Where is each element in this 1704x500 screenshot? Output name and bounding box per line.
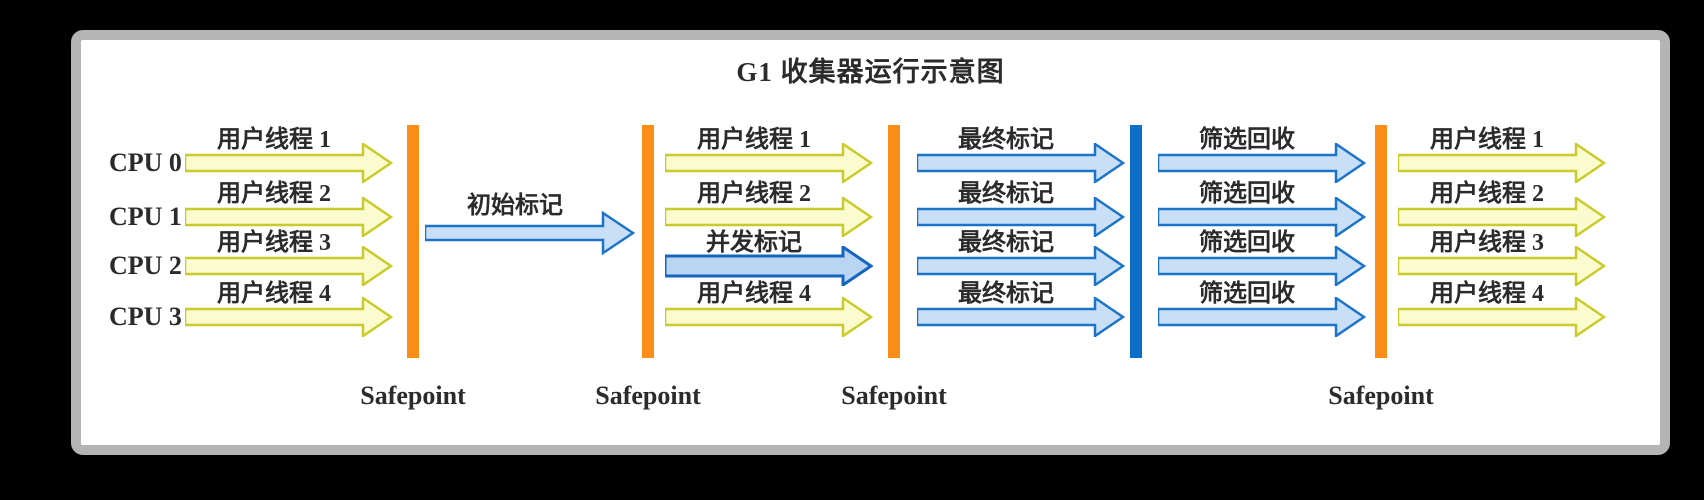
arrow-label: 用户线程 2: [1430, 181, 1544, 207]
arrow-label: 并发标记: [706, 230, 802, 256]
user-thread-arrow: [665, 143, 873, 183]
evacuation-arrow: [1158, 197, 1366, 237]
user-thread-arrow: [665, 297, 873, 337]
arrow-label: 用户线程 4: [697, 281, 811, 307]
safepoint-line-1: [407, 125, 419, 358]
user-thread-arrow: [185, 197, 393, 237]
final-mark-arrow: [917, 297, 1125, 337]
user-thread-arrow: [1398, 143, 1606, 183]
cpu-label-1: CPU 1: [109, 202, 182, 231]
arrow-label: 用户线程 1: [1430, 127, 1544, 153]
arrow-label: 最终标记: [958, 230, 1054, 256]
safepoint-caption-3: Safepoint: [841, 381, 947, 410]
arrow-label: 初始标记: [467, 193, 563, 219]
user-thread-arrow: [185, 143, 393, 183]
arrow-label: 筛选回收: [1199, 230, 1295, 256]
user-thread-arrow: [1398, 297, 1606, 337]
arrow-label: 用户线程 3: [217, 230, 331, 256]
cpu-label-2: CPU 2: [109, 251, 182, 280]
arrow-label: 筛选回收: [1199, 181, 1295, 207]
final-mark-arrow: [917, 143, 1125, 183]
initial-mark-arrow: [425, 211, 635, 255]
final-mark-arrow: [917, 246, 1125, 286]
arrow-label: 最终标记: [958, 181, 1054, 207]
cpu-label-3: CPU 3: [109, 302, 182, 331]
final-mark-arrow: [917, 197, 1125, 237]
evacuation-arrow: [1158, 297, 1366, 337]
arrow-label: 筛选回收: [1199, 127, 1295, 153]
arrow-label: 用户线程 3: [1430, 230, 1544, 256]
arrow-label: 最终标记: [958, 127, 1054, 153]
user-thread-arrow: [1398, 197, 1606, 237]
evacuation-arrow: [1158, 143, 1366, 183]
safepoint-line-3: [888, 125, 900, 358]
diagram-title: G1 收集器运行示意图: [736, 57, 1005, 87]
safepoint-line-2: [642, 125, 654, 358]
phase-divider-line: [1130, 125, 1142, 358]
concurrent-mark-arrow: [665, 246, 873, 286]
user-thread-arrow: [665, 197, 873, 237]
safepoint-caption-2: Safepoint: [595, 381, 701, 410]
arrow-label: 用户线程 2: [217, 181, 331, 207]
safepoint-caption-1: Safepoint: [360, 381, 466, 410]
arrow-label: 最终标记: [958, 281, 1054, 307]
arrow-label: 用户线程 2: [697, 181, 811, 207]
user-thread-arrow: [185, 246, 393, 286]
arrow-label: 用户线程 1: [217, 127, 331, 153]
safepoint-line-4: [1375, 125, 1387, 358]
user-thread-arrow: [1398, 246, 1606, 286]
cpu-label-0: CPU 0: [109, 148, 182, 177]
arrow-label: 筛选回收: [1199, 281, 1295, 307]
diagram-panel: G1 收集器运行示意图 CPU 0 CPU 1 CPU 2 CPU 3 用户线程…: [71, 30, 1670, 455]
arrow-label: 用户线程 4: [1430, 281, 1544, 307]
evacuation-arrow: [1158, 246, 1366, 286]
arrow-label: 用户线程 4: [217, 281, 331, 307]
arrow-label: 用户线程 1: [697, 127, 811, 153]
safepoint-caption-4: Safepoint: [1328, 381, 1434, 410]
user-thread-arrow: [185, 297, 393, 337]
